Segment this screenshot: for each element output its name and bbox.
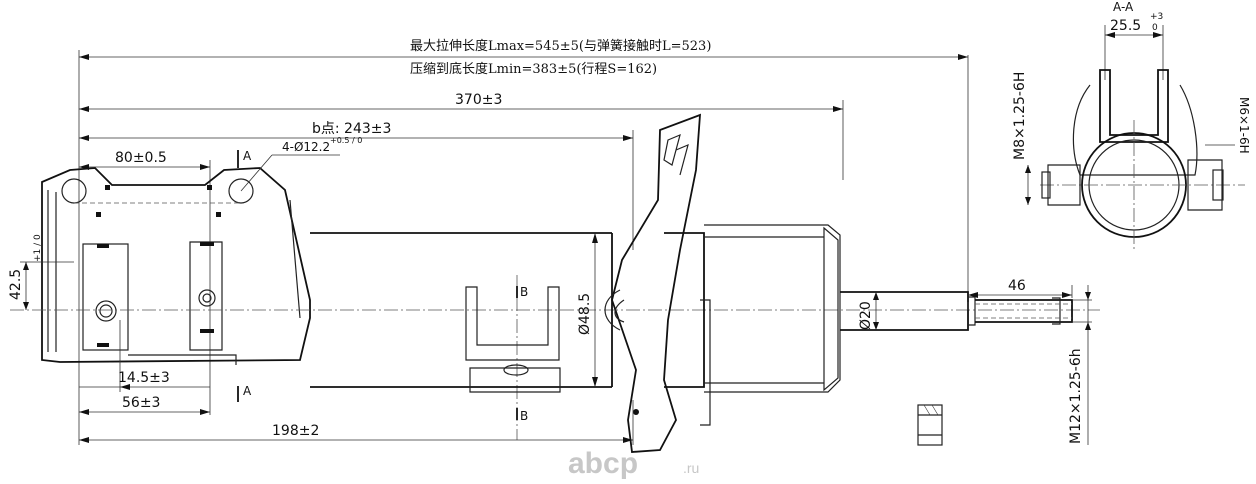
knuckle-bracket xyxy=(465,286,560,361)
d370-label: 370±3 xyxy=(455,92,502,108)
bracket-hole-right xyxy=(228,178,254,204)
d25-label: 25.5 xyxy=(1110,18,1141,34)
d56-label: 56±3 xyxy=(122,395,160,411)
section-aa-title: A-A xyxy=(1113,0,1134,14)
m8-label: M8×1.25-6H xyxy=(1012,72,1028,160)
b-point-label: b点: 243±3 xyxy=(312,121,391,137)
spring-seat xyxy=(604,113,701,453)
m12-label: M12×1.25-6h xyxy=(1068,348,1084,444)
d25-tol-bottom: 0 xyxy=(1152,23,1158,33)
m12-dimension: M12×1.25-6h xyxy=(1068,285,1092,445)
left-dimensions: 42.5 +1 / 0 14.5±3 56±3 198±2 xyxy=(8,234,634,445)
bracket-hole-left xyxy=(61,178,87,204)
dia20-label: Ø20 xyxy=(858,301,874,330)
section-a-bottom: A xyxy=(243,384,252,398)
d46-dimension: 46 xyxy=(967,278,1073,310)
watermark-brand: abcp xyxy=(568,447,638,480)
d80-label: 80±0.5 xyxy=(115,150,167,166)
lmin-label: 压缩到底长度Lmin=383±5(行程S=162) xyxy=(410,61,657,77)
mounting-bracket: 4-Ø12.2 +0.5 / 0 xyxy=(41,136,362,365)
m6-label: M6×1-6H xyxy=(1237,97,1251,154)
d42-label: 42.5 xyxy=(8,269,24,300)
watermark-suffix: .ru xyxy=(683,460,699,476)
section-aa-view: A-A 25.5 +3 0 M8×1.25-6H M6×1-6H xyxy=(1012,0,1251,250)
d14-label: 14.5±3 xyxy=(118,370,170,386)
holes-tolerance: +0.5 / 0 xyxy=(330,136,362,145)
lmax-label: 最大拉伸长度Lmax=545±5(与弹簧接触时L=523) xyxy=(410,38,711,54)
clamp-bolt-left xyxy=(82,243,129,351)
section-a-top: A xyxy=(243,149,252,163)
top-dimensions: 最大拉伸长度Lmax=545±5(与弹簧接触时L=523) 压缩到底长度Lmin… xyxy=(78,38,969,445)
d42-tolerance: +1 / 0 xyxy=(33,234,43,262)
nut-icon xyxy=(917,404,943,446)
clamp-bolt-right xyxy=(189,241,223,351)
section-b-top: B xyxy=(520,285,528,299)
dust-boot: Ø20 xyxy=(664,224,1073,426)
d46-label: 46 xyxy=(1008,278,1026,294)
d198-label: 198±2 xyxy=(272,423,319,439)
cylinder-body: B B Ø48.5 xyxy=(310,232,612,423)
watermark-logo: abcp .ru xyxy=(568,447,699,480)
d25-tol-top: +3 xyxy=(1150,12,1163,22)
section-b-bottom: B xyxy=(520,409,528,423)
dia48-label: Ø48.5 xyxy=(577,293,593,335)
section-marks-a: A A xyxy=(237,149,252,402)
holes-label: 4-Ø12.2 xyxy=(282,140,330,154)
